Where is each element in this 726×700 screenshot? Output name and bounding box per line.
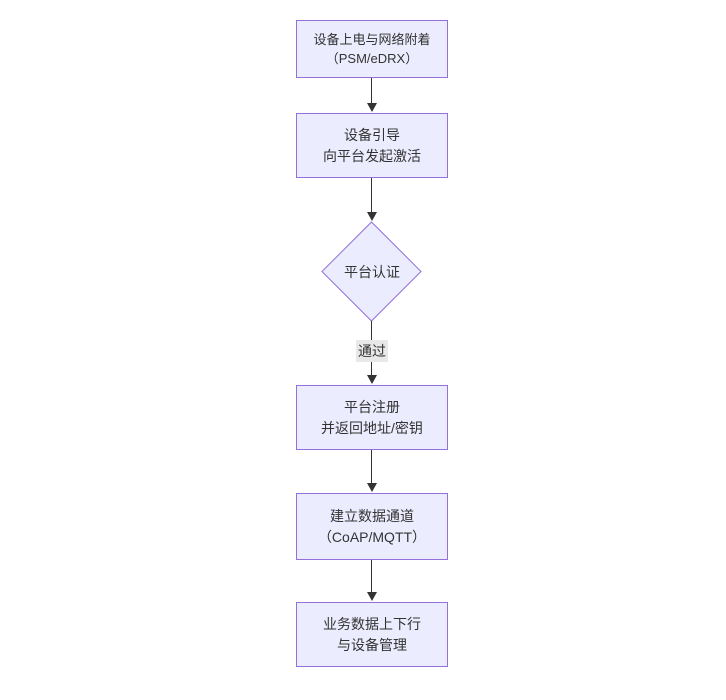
node-bootstrap-line1: 设备引导 — [344, 126, 400, 143]
arrowhead-icon-2 — [367, 212, 377, 221]
edge-line-5 — [371, 560, 372, 593]
node-business-data-line2: 与设备管理 — [337, 636, 407, 653]
node-data-channel: 建立数据通道 （CoAP/MQTT） — [296, 493, 448, 560]
edge-line-1 — [371, 78, 372, 104]
edge-line-4 — [371, 450, 372, 484]
arrowhead-icon-5 — [367, 592, 377, 601]
node-platform-reg-line1: 平台注册 — [344, 398, 400, 415]
arrowhead-icon-4 — [367, 483, 377, 492]
node-power-attach-line2: （PSM/eDRX） — [325, 51, 419, 66]
node-business-data: 业务数据上下行 与设备管理 — [296, 602, 448, 667]
node-power-attach: 设备上电与网络附着 （PSM/eDRX） — [296, 20, 448, 78]
node-platform-reg: 平台注册 并返回地址/密钥 — [296, 385, 448, 450]
node-bootstrap-line2: 向平台发起激活 — [323, 147, 421, 164]
node-platform-auth-label: 平台认证 — [344, 264, 400, 280]
node-data-channel-line1: 建立数据通道 — [330, 507, 414, 524]
arrowhead-icon-3 — [367, 375, 377, 384]
edge-label-pass: 通过 — [356, 340, 388, 362]
node-platform-reg-line2: 并返回地址/密钥 — [321, 419, 423, 436]
edge-line-2 — [371, 178, 372, 213]
node-data-channel-line2: （CoAP/MQTT） — [317, 528, 427, 545]
node-business-data-line1: 业务数据上下行 — [323, 615, 421, 632]
node-power-attach-line1: 设备上电与网络附着 — [313, 32, 431, 47]
arrowhead-icon-1 — [367, 103, 377, 112]
node-bootstrap: 设备引导 向平台发起激活 — [296, 113, 448, 178]
